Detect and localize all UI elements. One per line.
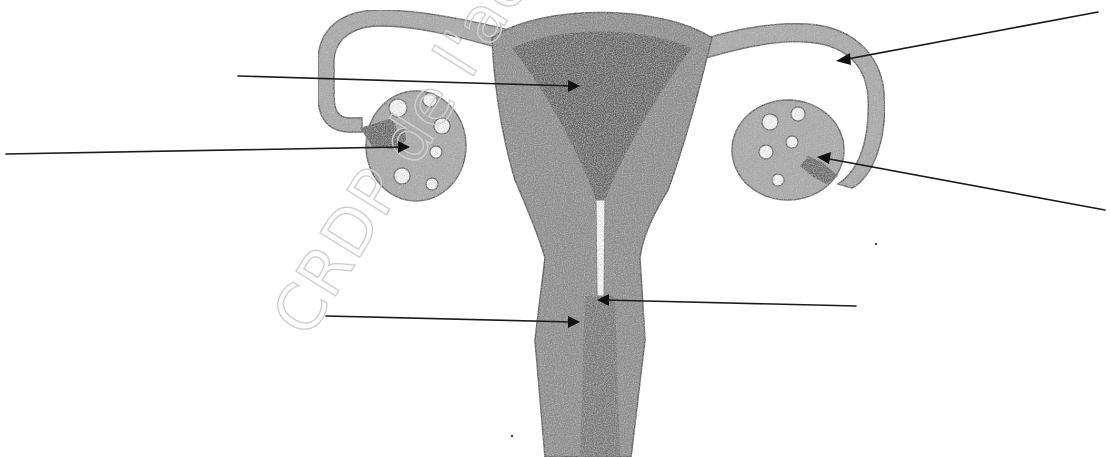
stray-mark bbox=[511, 435, 513, 437]
follicle bbox=[762, 114, 778, 130]
cervical-canal bbox=[596, 200, 605, 296]
follicle bbox=[791, 107, 805, 121]
leader-top-right bbox=[836, 12, 1098, 65]
right-ovary bbox=[732, 100, 844, 200]
follicle bbox=[426, 178, 438, 190]
stray-mark bbox=[875, 243, 877, 245]
follicle bbox=[759, 145, 773, 159]
follicle bbox=[772, 174, 784, 186]
vaginal-canal bbox=[580, 296, 620, 457]
leader-left bbox=[6, 141, 410, 154]
follicle bbox=[786, 136, 798, 148]
